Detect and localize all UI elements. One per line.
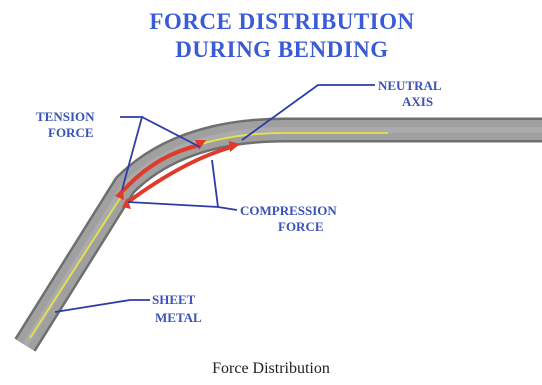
sheet-metal-label-line1: SHEET [152,292,196,307]
diagram-title-line1: FORCE DISTRIBUTION [149,9,414,34]
tension-force-label-line1: TENSION [36,109,95,124]
tension-force-arrows [115,140,206,200]
neutral-axis-leader [241,84,375,141]
compression-leader-1 [127,201,238,211]
sheet-metal-leader [54,299,150,313]
sheet-metal-body [16,120,542,351]
sheet-metal [14,117,542,352]
diagram-title-line2: DURING BENDING [175,37,388,62]
compression-force-arrows [122,141,240,209]
compression-leader-2 [211,159,219,208]
figure-caption: Force Distribution [212,360,330,377]
tension-force-label-line2: FORCE [48,125,94,140]
sheet-metal-label-line2: METAL [155,310,202,325]
compression-force-label-line2: FORCE [278,219,324,234]
leader-lines [54,84,375,313]
neutral-axis-label-line1: NEUTRAL [378,78,442,93]
neutral-axis-label-line2: AXIS [402,94,433,109]
compression-force-label-line1: COMPRESSION [240,203,337,218]
tension-leader-2 [141,116,201,148]
